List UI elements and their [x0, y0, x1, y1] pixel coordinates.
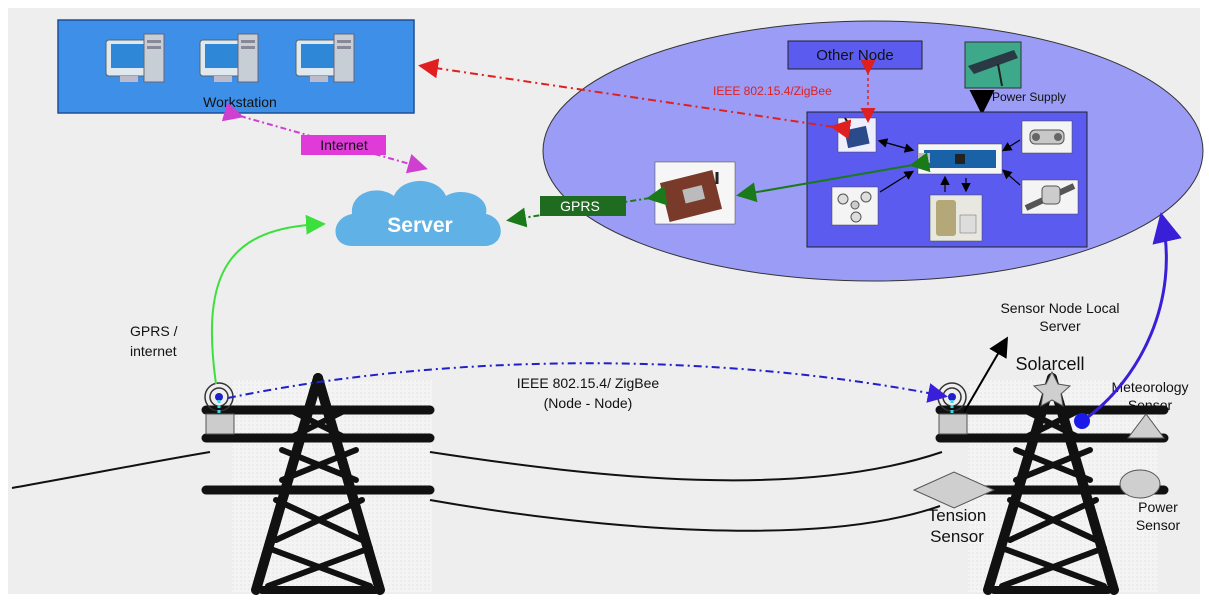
- computer-icon: [105, 33, 165, 83]
- transmission-tower-left: [201, 373, 435, 595]
- weather-station-icon: [929, 194, 983, 242]
- sensor-node-label-2: Server: [1039, 318, 1081, 334]
- microcontroller-icon: [917, 143, 1003, 175]
- server-label: Server: [387, 214, 452, 237]
- other-node-label: Other Node: [816, 47, 894, 64]
- power-line: [11, 451, 211, 489]
- power-supply-label: Power Supply: [992, 90, 1066, 104]
- power-line: [429, 499, 941, 532]
- zigbee-module-icon: [837, 117, 877, 153]
- gsm-link: [736, 152, 931, 203]
- power-sensor-label-2: Sensor: [1136, 517, 1181, 533]
- solarcell-star-icon: [1032, 370, 1072, 407]
- gsm-module-icon: [654, 161, 736, 225]
- gprs-internet-label-1: GPRS /: [130, 323, 178, 339]
- tension-label-2: Sensor: [930, 527, 984, 546]
- link-arrow: [1001, 139, 1021, 152]
- meteorology-label-2: Sensor: [1128, 397, 1173, 413]
- gprs-tag-label: GPRS: [560, 198, 600, 214]
- internet-tag: Internet: [301, 135, 386, 155]
- anemometer-icon: [831, 186, 879, 226]
- internet-tag-label: Internet: [320, 137, 368, 153]
- ieee-red-label: IEEE 802.15.4/ZigBee: [713, 84, 832, 98]
- meteorology-triangle-icon: [1127, 413, 1165, 439]
- tension-label-1: Tension: [928, 506, 987, 525]
- ieee-blue-label-2: (Node - Node): [544, 395, 633, 411]
- gprs-internet-label-2: internet: [130, 343, 177, 359]
- computer-icon: [199, 33, 259, 83]
- meteorology-label-1: Meteorology: [1111, 379, 1188, 395]
- link-arrow: [877, 138, 913, 151]
- power-sensor-ellipse-icon: [1119, 469, 1161, 499]
- solarcell-label: Solarcell: [1015, 354, 1084, 374]
- clamp-sensor-icon: [1021, 179, 1079, 215]
- zigbee-workstation-link: [418, 58, 852, 140]
- link-arrow: [1002, 169, 1021, 186]
- junction-dot: [1074, 413, 1090, 429]
- power-sensor-label-1: Power: [1138, 499, 1178, 515]
- tension-sensor-diamond-icon: [912, 471, 996, 509]
- workstation-panel: Workstation: [57, 19, 415, 114]
- local-server-link: [1083, 212, 1182, 422]
- camera-sensor-icon: [1021, 120, 1073, 154]
- server-cloud-icon: Server: [335, 181, 501, 246]
- gprs-tag: GPRS: [540, 196, 626, 216]
- solar-panel-icon: [964, 41, 1022, 89]
- gprs-internet-link: [210, 214, 326, 385]
- sensor-node-arrow: [963, 336, 1009, 413]
- workstation-label: Workstation: [203, 94, 277, 110]
- antenna-node-left: [204, 382, 235, 435]
- sensor-node-label-1: Sensor Node Local: [1000, 300, 1119, 316]
- computer-icon: [295, 33, 355, 83]
- ieee-blue-label-1: IEEE 802.15.4/ ZigBee: [517, 375, 660, 391]
- internet-link: [221, 102, 428, 174]
- other-node-box: Other Node: [787, 40, 923, 70]
- power-line: [429, 451, 943, 482]
